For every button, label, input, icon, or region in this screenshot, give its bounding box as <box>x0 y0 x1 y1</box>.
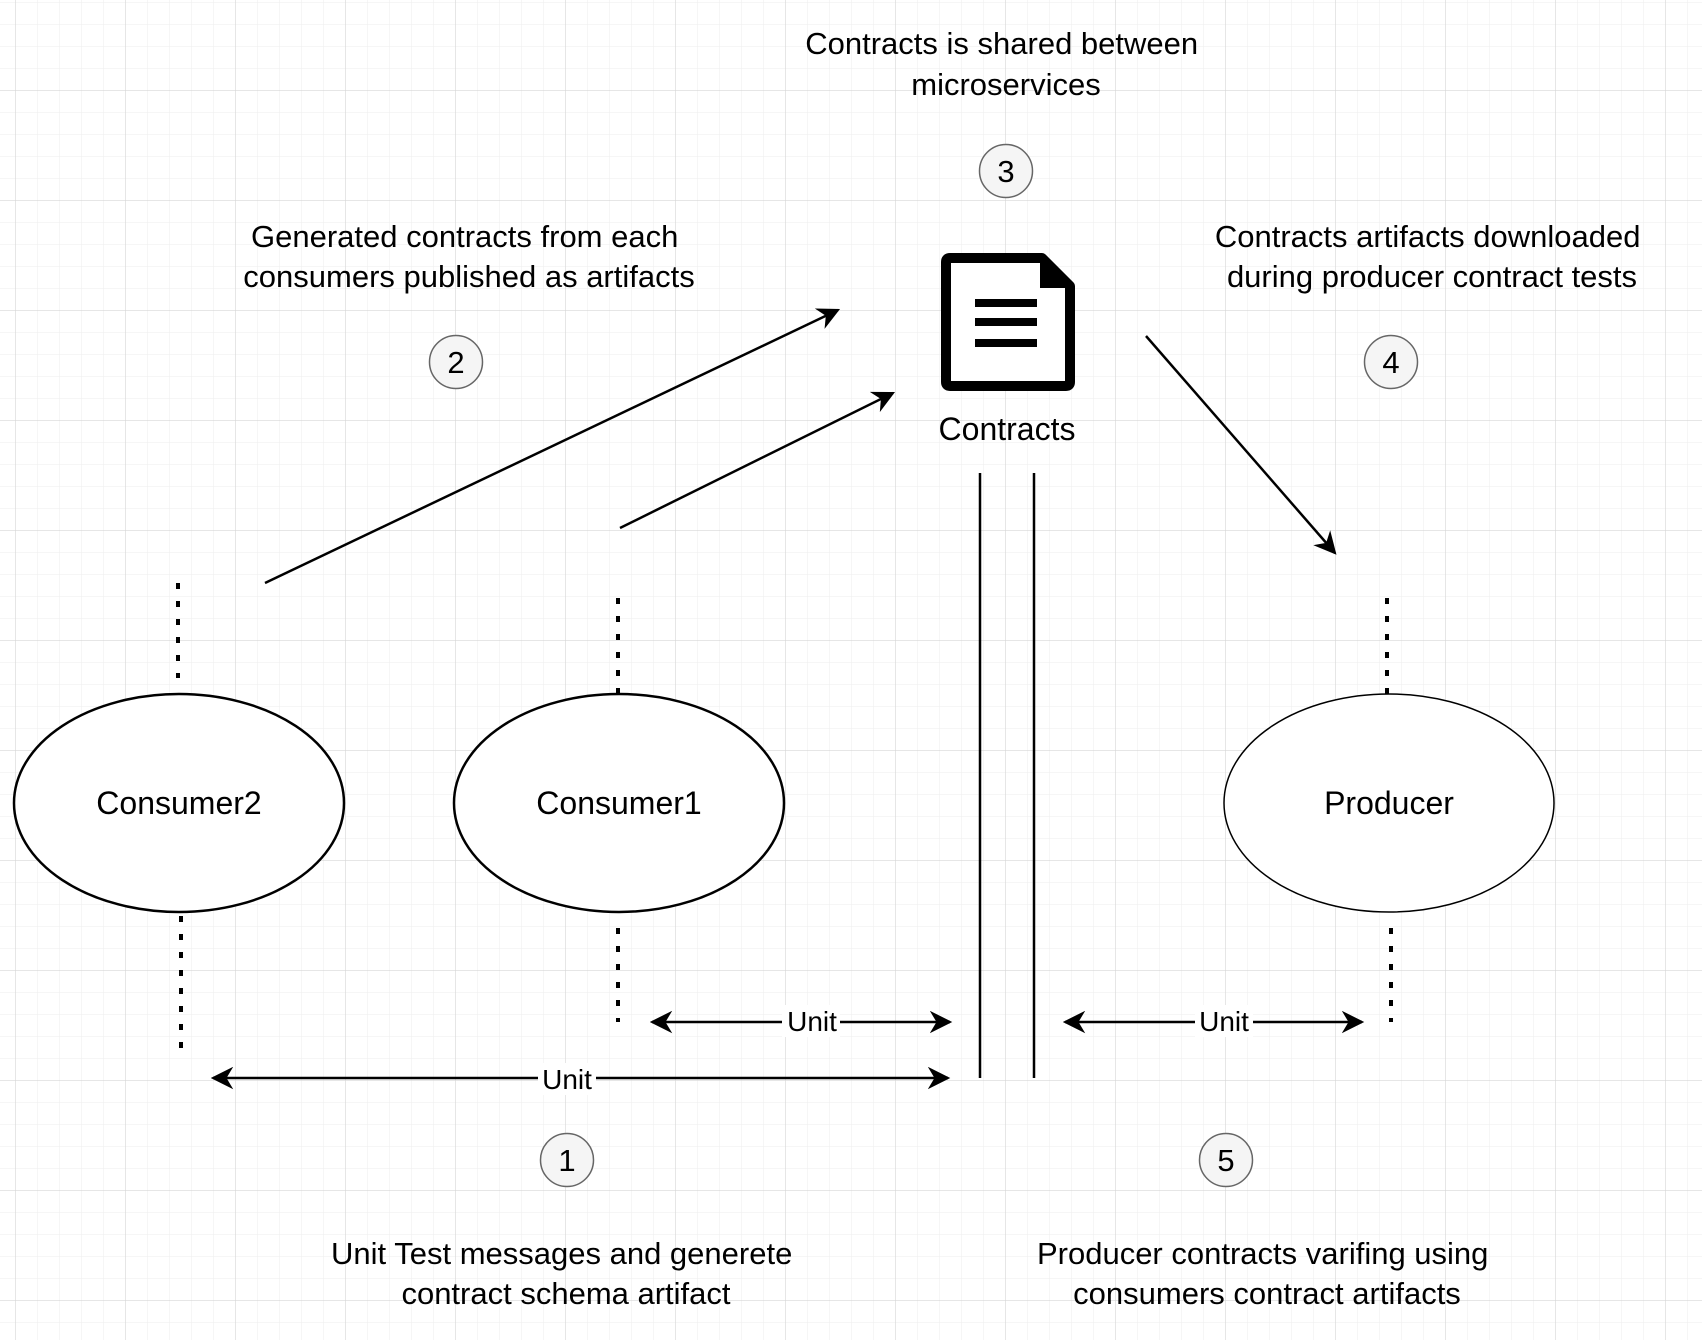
step-1-marker: 1 <box>539 1132 595 1188</box>
svg-text:4: 4 <box>1382 345 1399 380</box>
svg-text:Producer: Producer <box>1324 785 1454 821</box>
svg-text:Consumer1: Consumer1 <box>536 785 701 821</box>
step-2-marker: 2 <box>428 334 484 390</box>
svg-text:3: 3 <box>997 154 1014 189</box>
annotation-downloaded: Contracts artifacts downloaded during pr… <box>1215 219 1649 294</box>
producer-unit-edge: Unit <box>1062 1005 1365 1037</box>
document-icon[interactable] <box>941 253 1075 391</box>
consumer2-node[interactable]: Consumer2 <box>12 692 346 914</box>
svg-text:2: 2 <box>447 345 464 380</box>
step-5-marker: 5 <box>1198 1132 1254 1188</box>
step-4-marker: 4 <box>1363 334 1419 390</box>
consumer2-unit-label: Unit <box>542 1064 592 1095</box>
consumer1-unit-edge: Unit <box>649 1005 953 1037</box>
annotation-verify: Producer contracts varifing using consum… <box>1037 1236 1497 1311</box>
publish-arrow-consumer1 <box>619 391 896 530</box>
annotation-published: Generated contracts from each consumers … <box>243 219 694 294</box>
svg-text:Consumer2: Consumer2 <box>96 785 261 821</box>
step-3-marker: 3 <box>978 143 1034 199</box>
annotation-shared: Contracts is shared between microservice… <box>805 26 1207 102</box>
consumer2-unit-edge: Unit <box>210 1063 951 1095</box>
svg-text:5: 5 <box>1217 1143 1234 1178</box>
contracts-label: Contracts <box>939 411 1076 447</box>
consumer1-unit-label: Unit <box>787 1006 837 1037</box>
annotation-unit-test: Unit Test messages and generete contract… <box>331 1236 801 1311</box>
consumer1-node[interactable]: Consumer1 <box>452 692 786 914</box>
producer-node[interactable]: Producer <box>1223 693 1555 913</box>
publish-arrow-consumer2 <box>264 308 841 585</box>
download-arrow-producer <box>1145 335 1337 555</box>
svg-text:1: 1 <box>558 1143 575 1178</box>
producer-unit-label: Unit <box>1199 1006 1249 1037</box>
